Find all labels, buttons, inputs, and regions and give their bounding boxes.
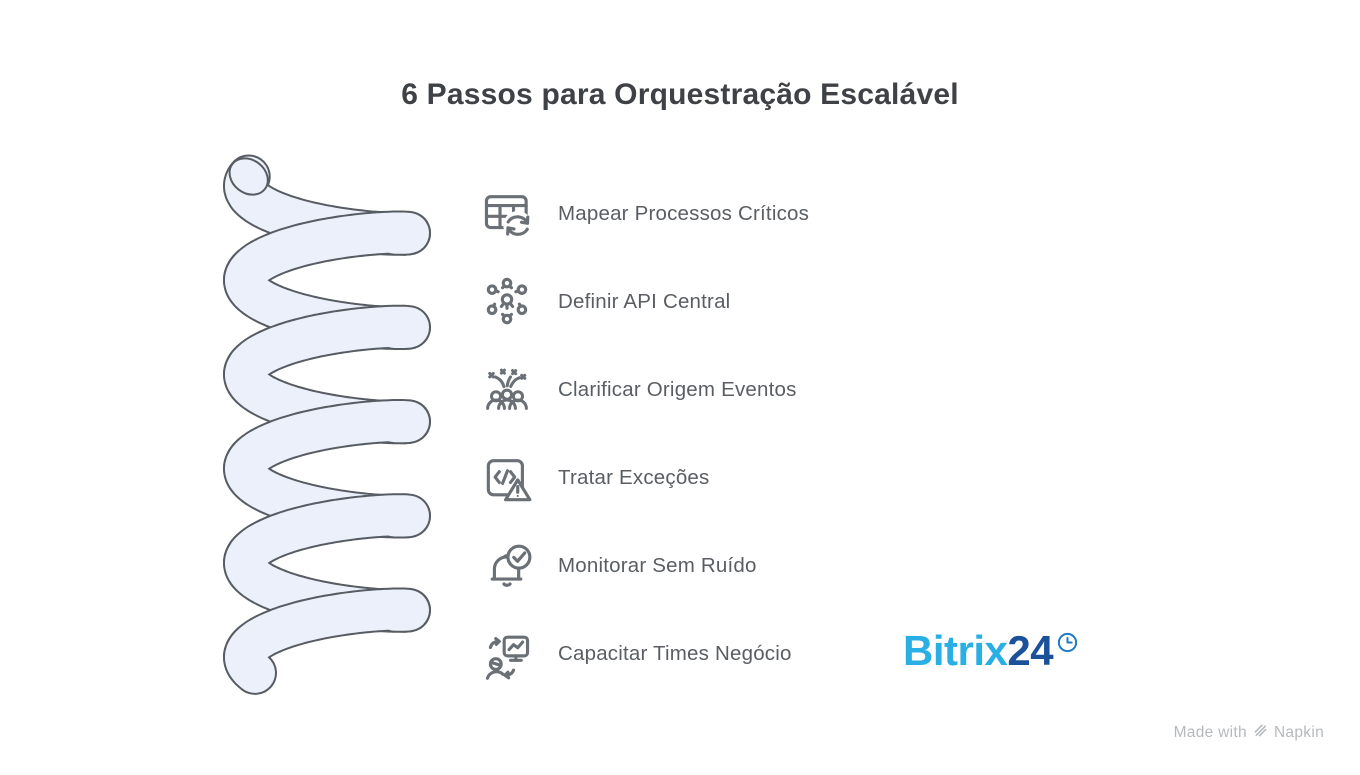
step-row: Capacitar Times Negócio [478, 610, 809, 698]
step-label: Definir API Central [558, 290, 731, 313]
watermark-prefix: Made with [1173, 724, 1247, 741]
coil-spring-illustration [222, 140, 454, 714]
step-label: Capacitar Times Negócio [558, 642, 792, 665]
bitrix24-wordmark-primary: Bitrix [903, 627, 1008, 674]
coil-spring-icon [223, 154, 431, 695]
code-exception-icon [478, 449, 536, 507]
watermark-brand: Napkin [1273, 724, 1324, 741]
step-label: Mapear Processos Críticos [558, 202, 810, 225]
bell-check-icon [478, 537, 536, 595]
step-label: Clarificar Origem Eventos [558, 378, 797, 401]
step-label: Monitorar Sem Ruído [558, 554, 757, 577]
step-label: Tratar Exceções [558, 466, 710, 489]
bitrix24-wordmark-secondary: 24 [1007, 627, 1054, 674]
page-title: 6 Passos para Orquestração Escalável [401, 78, 959, 111]
made-with-napkin-watermark: Made with Napkin [1174, 723, 1324, 743]
events-audience-icon [478, 361, 536, 419]
step-row: Clarificar Origem Eventos [478, 346, 809, 434]
team-training-icon [478, 625, 536, 683]
step-row: Tratar Exceções [478, 434, 809, 522]
step-row: Mapear Processos Críticos [478, 170, 809, 258]
step-row: Monitorar Sem Ruído [478, 522, 809, 610]
api-network-icon [478, 273, 536, 331]
step-row: Definir API Central [478, 258, 809, 346]
napkin-logo-icon [1253, 723, 1268, 743]
steps-list: Mapear Processos Críticos Definir API Ce… [478, 170, 809, 698]
table-sync-icon [478, 185, 536, 243]
clock-icon [1056, 631, 1079, 658]
